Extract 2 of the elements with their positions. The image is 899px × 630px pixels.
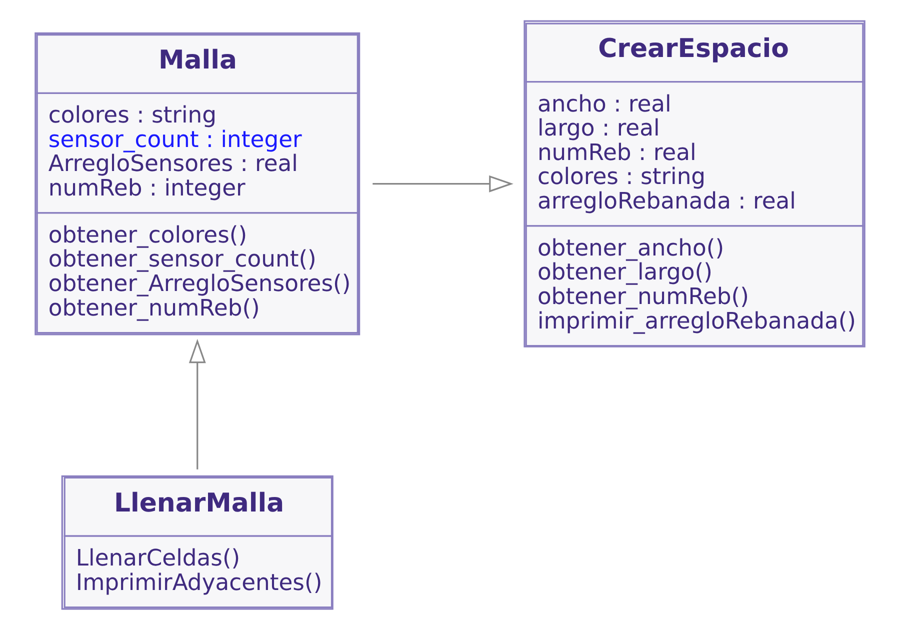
arrow [188,338,206,470]
arrow [372,175,513,192]
